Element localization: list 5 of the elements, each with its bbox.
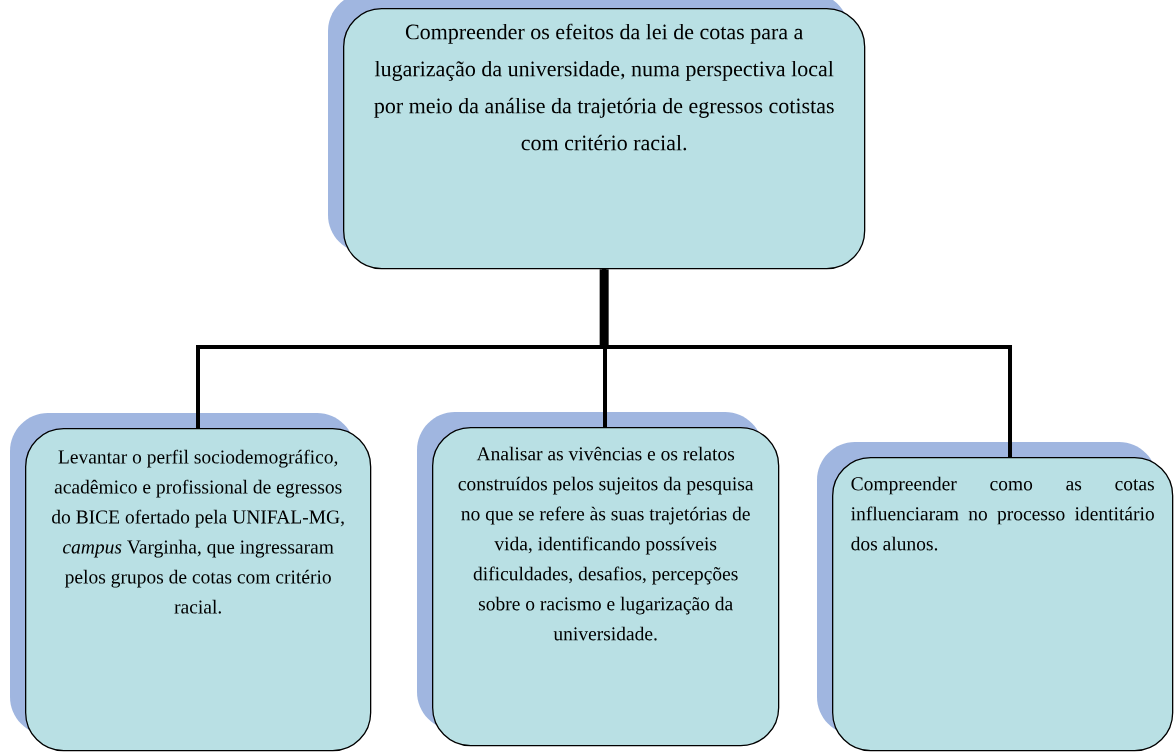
process-box: Analisar as vivências e os relatos construídos pelos sujeitos da pesquisa no que se refere às suas trajetórias de vida, identificando possíveis dificuldades, desafios, percepções sobre o racismo e lugarização da universidade. [417, 412, 780, 747]
process-box: Levantar o perfil sociodemográfico, acadêmico e profissional de egressos do BICE ofertado pela UNIFAL-MG, campus Varginha, que ingressaram pelos grupos de cotas com critério racial. [10, 413, 372, 752]
process-box: Compreender os efeitos da lei de cotas para a lugarização da universidade, numa perspectiva local por meio da análise da trajetória de egressos cotistas com critério racial. [328, 0, 866, 270]
process-box: Compreender como as cotas influenciaram no processo identitário dos alunos. [817, 442, 1174, 752]
connector-line [601, 269, 1012, 457]
